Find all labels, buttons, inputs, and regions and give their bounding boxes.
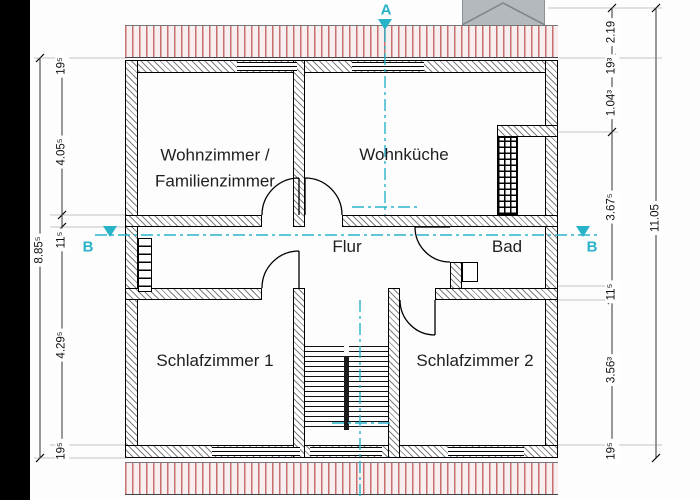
- door-arc-bedroom1: [261, 250, 300, 289]
- dim-right-chain-3: 3.67⁵: [605, 190, 619, 224]
- dim-left-chain-0: 19⁵: [55, 54, 69, 78]
- dim-right-chain-1: 19³: [605, 54, 619, 78]
- room-label-kitchen: Wohnküche: [359, 144, 449, 164]
- door-arc-kitchen: [304, 177, 343, 216]
- section-label-b-right: B: [586, 238, 598, 256]
- dim-right-total: 11.05: [649, 201, 663, 235]
- bath-fixture: [462, 262, 478, 282]
- stair-flight-right: [349, 346, 388, 430]
- roof-hip-lines-icon: [461, 0, 546, 26]
- dim-right-chain-5: 3.56³: [605, 353, 619, 387]
- wall-hall-bottom-right: [435, 288, 558, 300]
- room-label-bedroom2: Schlafzimmer 2: [416, 350, 534, 370]
- section-arrow-b-left-icon: [103, 226, 117, 237]
- dim-right-chain-2: 1.04³: [605, 86, 619, 120]
- room-label-bathroom: Bad: [491, 236, 523, 256]
- section-label-b-left: B: [82, 238, 94, 256]
- room-label-living: Wohnzimmer / Familienzimmer: [155, 143, 275, 196]
- dim-left-total: 8.85⁵: [33, 233, 47, 267]
- dim-right-chain-6: 19⁵: [605, 439, 619, 463]
- roof-plan-overview: [461, 0, 546, 26]
- window-stair-bottom: [310, 447, 382, 456]
- wall-left: [125, 60, 138, 458]
- roof-band-bottom: [125, 462, 558, 495]
- window-bedroom1-bottom: [212, 447, 300, 456]
- door-arc-bathroom: [414, 226, 451, 263]
- dim-right-chain-0: 2.19: [605, 17, 619, 47]
- wall-right: [545, 60, 558, 458]
- dim-left-chain-4: 19⁵: [55, 439, 69, 463]
- window-bedroom2-bottom: [448, 447, 524, 456]
- window-kitchen-top: [352, 62, 424, 71]
- wall-top: [125, 60, 558, 73]
- room-label-hallway: Flur: [332, 236, 362, 256]
- wall-stairwell-left: [293, 288, 305, 458]
- window-living-top: [237, 62, 297, 71]
- wall-hall-top-left: [125, 215, 262, 227]
- wall-stairwell-right: [388, 288, 400, 458]
- section-arrow-b-right-icon: [576, 226, 590, 237]
- staircase: [305, 346, 388, 430]
- radiator: [138, 238, 152, 292]
- room-label-living-line2: Familienzimmer: [155, 172, 275, 191]
- room-label-bedroom1: Schlafzimmer 1: [156, 350, 274, 370]
- dim-left-chain-3: 4.29⁵: [55, 328, 69, 362]
- dim-left-chain-2: 11⁵: [55, 228, 69, 252]
- chimney-shaft: [497, 137, 518, 215]
- stair-flight-left: [305, 346, 344, 430]
- room-label-living-line1: Wohnzimmer /: [160, 145, 270, 165]
- dim-right-chain-4: 11⁵: [605, 280, 619, 304]
- section-label-a: A: [380, 1, 392, 19]
- dim-left-chain-1: 4.05⁵: [55, 135, 69, 169]
- letterbox-left-bar: [0, 0, 30, 500]
- wall-hall-top-right: [342, 215, 558, 227]
- roof-band-top: [125, 25, 558, 58]
- wall-kitchen-nook: [497, 125, 558, 137]
- door-arc-bedroom2: [399, 299, 436, 336]
- wall-living-kitchen-divider: [293, 60, 305, 227]
